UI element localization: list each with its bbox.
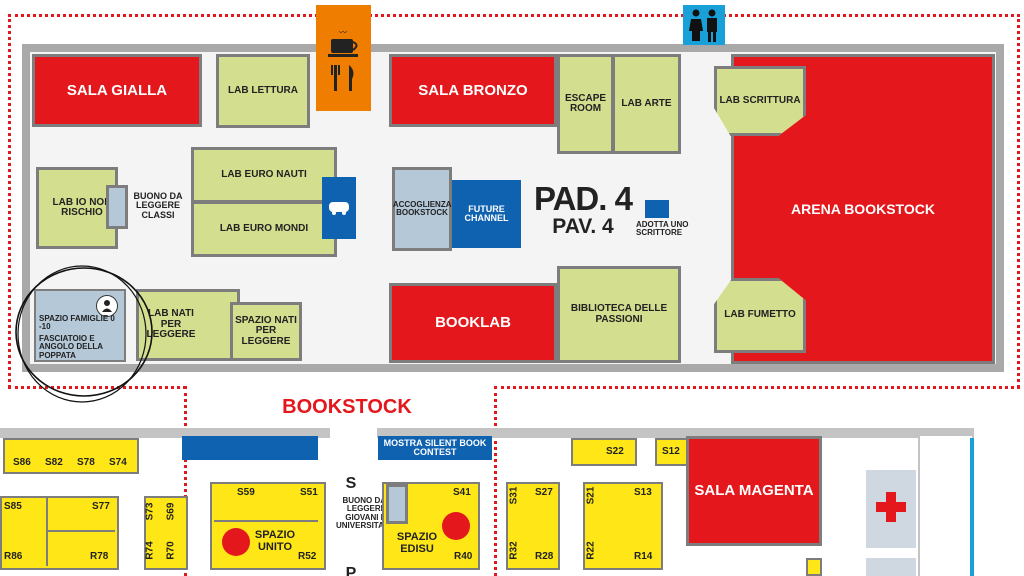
section-s: S xyxy=(345,475,357,492)
stand-s27[interactable]: S27 xyxy=(535,487,553,498)
lab-nati-per-leggere[interactable]: LAB NATI PER LEGGERE xyxy=(136,289,240,361)
spazio-famiglie-line2: FASCIATOIO E ANGOLO DELLA POPPATA xyxy=(39,334,103,360)
stand-s21[interactable]: S21 xyxy=(585,486,597,505)
boundary-bottom-left xyxy=(8,386,186,389)
stand-r40[interactable]: R40 xyxy=(454,551,473,562)
pavilion-title: PAD. 4 xyxy=(534,180,633,217)
boundary-left xyxy=(8,14,11,388)
silent-book-bar-left xyxy=(182,436,318,460)
spazio-nati-per-leggere[interactable]: SPAZIO NATI PER LEGGERE xyxy=(230,302,302,361)
first-aid-cross-icon[interactable] xyxy=(874,490,908,524)
sala-gialla[interactable]: SALA GIALLA xyxy=(32,54,202,127)
highlight-circle xyxy=(15,265,153,403)
boundary-drop-left xyxy=(184,386,187,576)
escape-room[interactable]: ESCAPE ROOM xyxy=(557,54,614,154)
stand-r28[interactable]: R28 xyxy=(535,551,554,562)
stand-block-s85-r78 xyxy=(0,496,119,570)
bookstock-label: BOOKSTOCK xyxy=(282,396,412,418)
lab-lettura[interactable]: LAB LETTURA xyxy=(216,54,310,128)
spazio-edisu-marker xyxy=(442,512,470,540)
stand-s31[interactable]: S31 xyxy=(508,486,520,505)
stand-block-s21-r14 xyxy=(583,482,663,570)
spazio-unito-inner xyxy=(214,520,318,522)
stand-s82[interactable]: S82 xyxy=(45,457,63,468)
stand-s22[interactable]: S22 xyxy=(606,446,624,457)
stand-block-spazio-unito xyxy=(210,482,326,570)
adotta-uno-scrittore: ADOTTA UNO SCRITTORE xyxy=(636,220,689,238)
stand-s51[interactable]: S51 xyxy=(300,487,318,498)
stand-s86[interactable]: S86 xyxy=(13,457,31,468)
stand-s41[interactable]: S41 xyxy=(453,487,471,498)
buono-da-leggere-giovani: BUONO DA LEGGERE GIOVANI E UNIVERSITARI xyxy=(336,496,392,531)
section-p: P xyxy=(345,565,357,576)
stand-r22[interactable]: R22 xyxy=(585,541,597,560)
sala-magenta[interactable]: SALA MAGENTA xyxy=(686,436,822,546)
sala-bronzo[interactable]: SALA BRONZO xyxy=(389,54,557,127)
stand-r70[interactable]: R70 xyxy=(165,541,177,560)
baby-care-icon xyxy=(96,295,118,317)
spazio-unito[interactable]: SPAZIO UNITO xyxy=(254,529,296,553)
boundary-right xyxy=(1017,14,1020,388)
stand-s73[interactable]: S73 xyxy=(144,502,156,521)
stand-block-s73-r70 xyxy=(144,496,188,570)
stand-s13[interactable]: S13 xyxy=(634,487,652,498)
biblioteca-delle-passioni[interactable]: BIBLIOTECA DELLE PASSIONI xyxy=(557,266,681,363)
mostra-silent-book-contest[interactable]: MOSTRA SILENT BOOK CONTEST xyxy=(378,436,492,460)
cafe-restaurant-icon[interactable]: 〰 xyxy=(316,5,371,111)
spazio-edisu[interactable]: SPAZIO EDISU xyxy=(396,531,438,555)
stand-r32[interactable]: R32 xyxy=(508,541,520,560)
stand-divider-h xyxy=(46,530,115,532)
bottom-grey-block xyxy=(866,558,916,576)
adotta-marker xyxy=(645,200,669,218)
stand-block-s22 xyxy=(571,438,637,466)
stand-block-s31-r28 xyxy=(506,482,560,570)
stand-s12[interactable]: S12 xyxy=(662,446,680,457)
booklab[interactable]: BOOKLAB xyxy=(389,283,557,363)
future-channel[interactable]: FUTURE CHANNEL xyxy=(452,180,521,248)
stand-s77[interactable]: S77 xyxy=(92,501,110,512)
lab-fumetto[interactable]: LAB FUMETTO xyxy=(714,278,806,353)
stand-s74[interactable]: S74 xyxy=(109,457,127,468)
bottom-wall-right xyxy=(377,428,974,438)
stand-r86[interactable]: R86 xyxy=(4,551,23,562)
spazio-unito-marker xyxy=(222,528,250,556)
boundary-drop-right xyxy=(494,386,497,576)
pavilion-subtitle: PAV. 4 xyxy=(552,215,614,238)
spazio-famiglie[interactable]: SPAZIO FAMIGLIE 0 -10 FASCIATOIO E ANGOL… xyxy=(34,289,126,362)
accoglienza-bookstock[interactable]: ACCOGLIENZA BOOKSTOCK xyxy=(392,167,452,251)
svg-text:〰: 〰 xyxy=(339,28,347,37)
lab-io-non-rischio[interactable]: LAB IO NON RISCHIO xyxy=(36,167,118,249)
display-shelf-icon xyxy=(106,185,128,229)
lab-euro-nauti[interactable]: LAB EURO NAUTI xyxy=(191,147,337,203)
boundary-bottom-right xyxy=(494,386,1020,389)
spazio-famiglie-line1: SPAZIO FAMIGLIE 0 -10 xyxy=(39,314,115,332)
restroom-icon[interactable] xyxy=(683,5,725,45)
lab-euro-mondi[interactable]: LAB EURO MONDI xyxy=(191,201,337,257)
lab-euro-kiosk xyxy=(322,177,356,239)
boundary-top xyxy=(8,14,1020,17)
lab-scrittura[interactable]: LAB SCRITTURA xyxy=(714,66,806,136)
side-wall xyxy=(918,436,972,576)
bottom-wall-left xyxy=(0,428,330,438)
stand-s59[interactable]: S59 xyxy=(237,487,255,498)
stand-r74[interactable]: R74 xyxy=(144,541,156,560)
stand-r14[interactable]: R14 xyxy=(634,551,653,562)
stand-s85[interactable]: S85 xyxy=(4,501,22,512)
stand-s78[interactable]: S78 xyxy=(77,457,95,468)
edisu-shelf xyxy=(386,484,408,524)
bottom-yellow-block xyxy=(806,558,822,576)
side-stripe xyxy=(970,438,974,576)
stand-row-s86-s74 xyxy=(3,438,139,474)
buono-da-leggere-classi: BUONO DA LEGGERE CLASSI xyxy=(133,191,183,220)
stand-s69[interactable]: S69 xyxy=(165,502,177,521)
stand-r78[interactable]: R78 xyxy=(90,551,109,562)
bus-icon xyxy=(329,202,349,215)
stand-r52[interactable]: R52 xyxy=(298,551,317,562)
lab-arte[interactable]: LAB ARTE xyxy=(612,54,681,154)
